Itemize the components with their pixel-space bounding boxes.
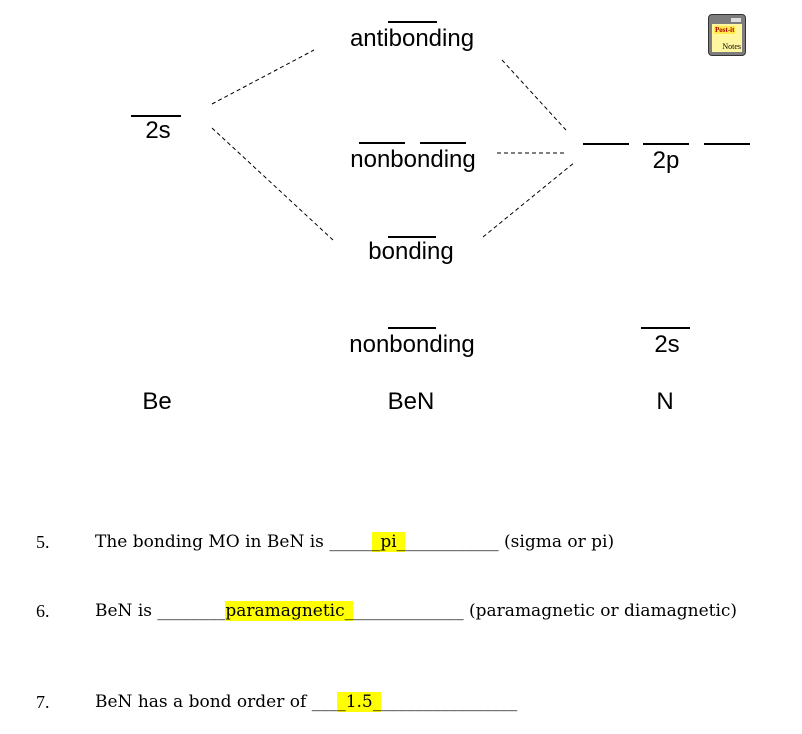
level-bonding	[388, 236, 436, 238]
question-text: BeN is	[95, 601, 158, 621]
label-be-2s: 2s	[145, 117, 171, 144]
level-n-2p-2	[643, 143, 689, 145]
question-hint: (sigma or pi)	[498, 532, 615, 552]
level-antibonding	[388, 21, 437, 23]
dash-be-bonding	[211, 127, 334, 241]
level-n-2s	[641, 327, 690, 329]
dash-n-bonding	[482, 161, 576, 238]
postit-brand: Post-it	[714, 26, 736, 34]
answer-field[interactable]: paramagnetic_	[225, 601, 354, 621]
postit-sub: Notes	[722, 42, 741, 51]
label-bonding: bonding	[368, 238, 454, 265]
postit-notes-icon[interactable]: Post-it Notes	[708, 14, 746, 56]
question-text: The bonding MO in BeN is	[95, 532, 330, 552]
answer-field[interactable]: _pi_	[371, 532, 406, 552]
label-n-2p: 2p	[652, 147, 680, 174]
question-6: BeN is ________paramagnetic_____________…	[95, 601, 737, 621]
question-6-number: 6.	[36, 601, 50, 621]
blank: ________________	[381, 692, 518, 712]
question-5: The bonding MO in BeN is ______pi_______…	[95, 532, 614, 552]
level-nonbonding-upper-1	[359, 142, 405, 144]
question-hint: (paramagnetic or diamagnetic)	[463, 601, 738, 621]
dash-n-antibonding	[501, 59, 567, 131]
question-7: BeN has a bond order of ____1.5_________…	[95, 692, 517, 712]
label-nonbonding-upper: nonbonding	[350, 146, 476, 173]
level-be-2s	[131, 115, 181, 117]
label-nonbonding-lower: nonbonding	[349, 331, 475, 358]
answer-field[interactable]: _1.5_	[337, 692, 382, 712]
blank: ___	[311, 692, 338, 712]
label-n-2s: 2s	[654, 331, 680, 358]
blank: _____________	[353, 601, 464, 621]
level-nonbonding-upper-2	[420, 142, 466, 144]
atom-be: Be	[142, 388, 172, 415]
dash-be-antibonding	[211, 49, 315, 105]
blank: _____	[329, 532, 372, 552]
level-nonbonding-lower	[388, 327, 436, 329]
blank: ___________	[405, 532, 499, 552]
question-7-number: 7.	[36, 692, 50, 712]
level-n-2p-1	[583, 143, 629, 145]
label-antibonding: antibonding	[349, 25, 475, 52]
correlation-lines	[211, 49, 576, 241]
question-5-number: 5.	[36, 532, 50, 552]
question-text: BeN has a bond order of	[95, 692, 312, 712]
level-n-2p-3	[704, 143, 750, 145]
molecule-ben: BeN	[387, 388, 435, 415]
atom-n: N	[656, 388, 674, 415]
blank: ________	[157, 601, 226, 621]
